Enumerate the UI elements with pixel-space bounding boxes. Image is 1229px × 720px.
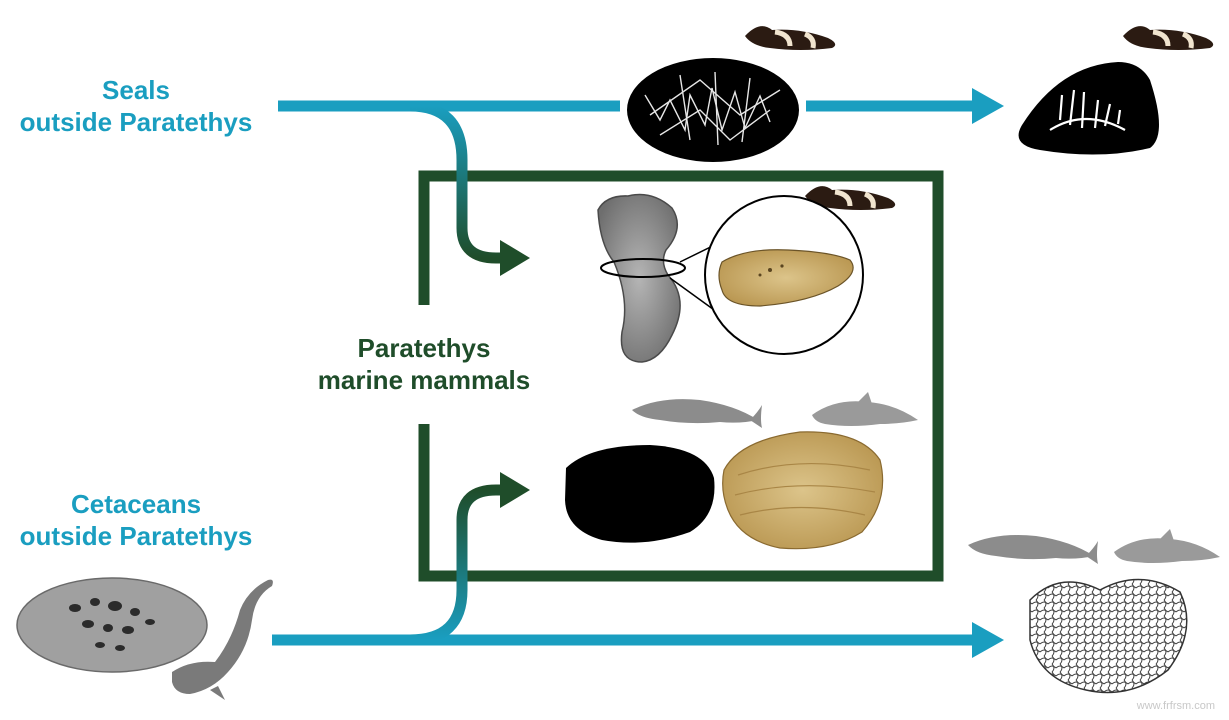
- cetaceans-outside-label-line2: outside Paratethys: [19, 521, 253, 551]
- seals-outside-label-line1: Seals: [102, 75, 170, 105]
- cetacean-bone-outside: [16, 577, 208, 673]
- seal-bone-section-dense: [627, 58, 799, 162]
- cetaceans-outside-label: Cetaceans outside Paratethys: [0, 488, 272, 552]
- dolphin-icon: [1114, 529, 1220, 563]
- seals-branch-arrow: [409, 100, 530, 276]
- seal-icon: [805, 186, 896, 210]
- paratethys-label-line2: marine mammals: [317, 365, 531, 395]
- seals-outside-label-line2: outside Paratethys: [19, 107, 253, 137]
- cetacean-bone-mesh: [1029, 578, 1188, 694]
- cetacean-bone-section-tan: [722, 431, 884, 550]
- ancient-whale-icon: [172, 579, 273, 700]
- paratethys-label-line1: Paratethys: [357, 333, 491, 363]
- dolphin-icon: [812, 392, 918, 426]
- seal-icon: [745, 26, 836, 50]
- paratethys-box: [418, 170, 944, 582]
- whale-icon: [968, 535, 1098, 564]
- whale-icon: [632, 399, 762, 428]
- watermark: www.frfrsm.com: [1136, 700, 1215, 712]
- seal-bone-section-triangular: [1018, 62, 1159, 155]
- seals-outside-label: Seals outside Paratethys: [0, 74, 272, 138]
- paratethys-label: Paratethys marine mammals: [290, 332, 558, 396]
- seal-icon: [1123, 26, 1214, 50]
- cetacean-bone-section-dense: [565, 445, 715, 543]
- magnified-bone-section: [704, 195, 864, 355]
- cetaceans-outside-label-line1: Cetaceans: [70, 489, 202, 519]
- cetaceans-branch-arrow: [409, 472, 530, 646]
- cetaceans-arrow: [272, 622, 1004, 658]
- seals-arrow: [278, 88, 1004, 124]
